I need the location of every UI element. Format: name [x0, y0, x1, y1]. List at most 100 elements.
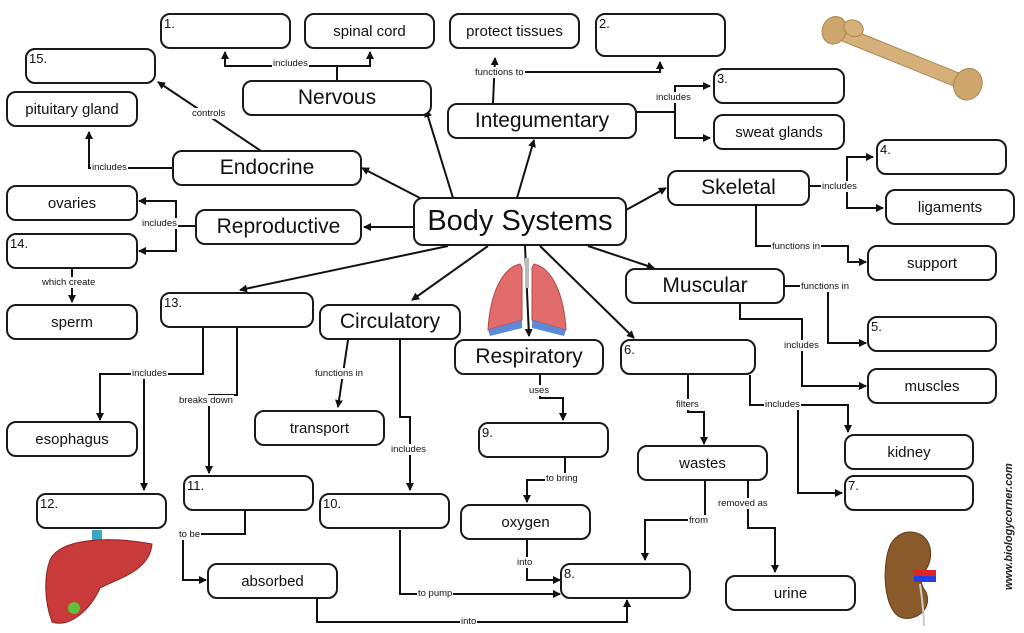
link-center-muscular — [587, 245, 655, 270]
node-label: muscles — [904, 377, 960, 395]
label-includes: includes — [131, 368, 168, 379]
node-pituitary-gland[interactable]: pituitary gland — [6, 91, 138, 127]
blank-1[interactable]: 1. — [160, 13, 291, 49]
label-to-pump: to pump — [417, 588, 454, 599]
node-kidney[interactable]: kidney — [844, 434, 974, 470]
node-label: ovaries — [47, 194, 97, 212]
system-circulatory[interactable]: Circulatory — [319, 304, 461, 340]
system-nervous[interactable]: Nervous — [242, 80, 432, 116]
blank-number: 9. — [482, 425, 493, 440]
label-includes: includes — [783, 340, 820, 351]
system-respiratory[interactable]: Respiratory — [454, 339, 604, 375]
label-from: from — [688, 515, 709, 526]
system-muscular[interactable]: Muscular — [625, 268, 785, 304]
label-functions-in: functions in — [314, 368, 365, 379]
node-label: urine — [773, 584, 808, 602]
blank-number: 13. — [164, 295, 183, 310]
label-includes: includes — [390, 444, 427, 455]
blank-13[interactable]: 13. — [160, 292, 314, 328]
node-label: sweat glands — [735, 123, 823, 141]
label-includes: includes — [821, 181, 858, 192]
link-center-nervous — [424, 109, 454, 199]
node-sweat-glands[interactable]: sweat glands — [713, 114, 845, 150]
label-functions-in: functions in — [800, 281, 851, 292]
system-label: Skeletal — [701, 176, 776, 199]
label-controls: controls — [191, 108, 227, 119]
system-endocrine[interactable]: Endocrine — [172, 150, 362, 186]
blank-number: 7. — [848, 478, 859, 493]
blank-15[interactable]: 15. — [25, 48, 156, 84]
node-spinal-cord[interactable]: spinal cord — [304, 13, 435, 49]
blank-number: 8. — [564, 566, 575, 581]
node-ligaments[interactable]: ligaments — [885, 189, 1015, 225]
node-ovaries[interactable]: ovaries — [6, 185, 138, 221]
lungs-image — [487, 258, 567, 336]
node-label: esophagus — [35, 430, 109, 448]
label-which-create: which create — [41, 277, 97, 288]
node-label: absorbed — [241, 572, 304, 590]
blank-11[interactable]: 11. — [183, 475, 314, 511]
system-reproductive[interactable]: Reproductive — [195, 209, 362, 245]
blank-7[interactable]: 7. — [844, 475, 974, 511]
node-esophagus[interactable]: esophagus — [6, 421, 138, 457]
node-wastes[interactable]: wastes — [637, 445, 768, 481]
link-center-b13 — [239, 245, 449, 293]
blank-3[interactable]: 3. — [713, 68, 845, 104]
node-muscles[interactable]: muscles — [867, 368, 997, 404]
label-to-bring: to bring — [545, 473, 579, 484]
blank-number: 1. — [164, 16, 175, 31]
blank-number: 6. — [624, 342, 635, 357]
node-label: oxygen — [501, 513, 550, 531]
label-includes: includes — [655, 92, 692, 103]
node-protect-tissues[interactable]: protect tissues — [449, 13, 580, 49]
system-integumentary[interactable]: Integumentary — [447, 103, 637, 139]
blank-number: 12. — [40, 496, 59, 511]
link-center-circ — [411, 245, 489, 301]
liver-image — [45, 530, 153, 624]
node-label: sperm — [51, 313, 93, 331]
blank-14[interactable]: 14. — [6, 233, 138, 269]
node-label: ligaments — [917, 198, 983, 216]
system-label: Nervous — [297, 86, 377, 109]
node-absorbed[interactable]: absorbed — [207, 563, 338, 599]
blank-4[interactable]: 4. — [876, 139, 1007, 175]
node-sperm[interactable]: sperm — [6, 304, 138, 340]
blank-10[interactable]: 10. — [319, 493, 450, 529]
label-to-be: to be — [178, 529, 202, 540]
blank-6[interactable]: 6. — [620, 339, 756, 375]
blank-12[interactable]: 12. — [36, 493, 167, 529]
label-breaks-down: breaks down — [178, 395, 234, 406]
label-into: into — [460, 616, 478, 627]
label-includes: includes — [764, 399, 801, 410]
center-node-body-systems[interactable]: Body Systems — [413, 197, 627, 246]
link-center-integ — [516, 139, 536, 199]
label-includes: includes — [272, 58, 309, 69]
link-center-b6 — [539, 245, 635, 339]
label-functions-in: functions in — [771, 241, 822, 252]
label-includes: includes — [141, 218, 178, 229]
node-transport[interactable]: transport — [254, 410, 385, 446]
system-label: Integumentary — [474, 109, 610, 132]
node-label: transport — [289, 419, 350, 437]
node-support[interactable]: support — [867, 245, 997, 281]
blank-2[interactable]: 2. — [595, 13, 726, 57]
blank-number: 11. — [187, 478, 205, 493]
node-label: protect tissues — [466, 22, 563, 40]
node-label: kidney — [887, 443, 931, 461]
blank-number: 2. — [599, 16, 610, 31]
blank-5[interactable]: 5. — [867, 316, 997, 352]
blank-9[interactable]: 9. — [478, 422, 609, 458]
node-urine[interactable]: urine — [725, 575, 856, 611]
system-label: Circulatory — [339, 310, 441, 333]
center-label: Body Systems — [427, 205, 613, 237]
node-oxygen[interactable]: oxygen — [460, 504, 591, 540]
blank-number: 14. — [10, 236, 29, 251]
blank-8[interactable]: 8. — [560, 563, 691, 599]
label-includes: includes — [91, 162, 128, 173]
blank-number: 3. — [717, 71, 728, 86]
system-label: Reproductive — [216, 215, 341, 238]
system-skeletal[interactable]: Skeletal — [667, 170, 810, 206]
label-filters: filters — [675, 399, 700, 410]
system-label: Respiratory — [475, 345, 583, 368]
